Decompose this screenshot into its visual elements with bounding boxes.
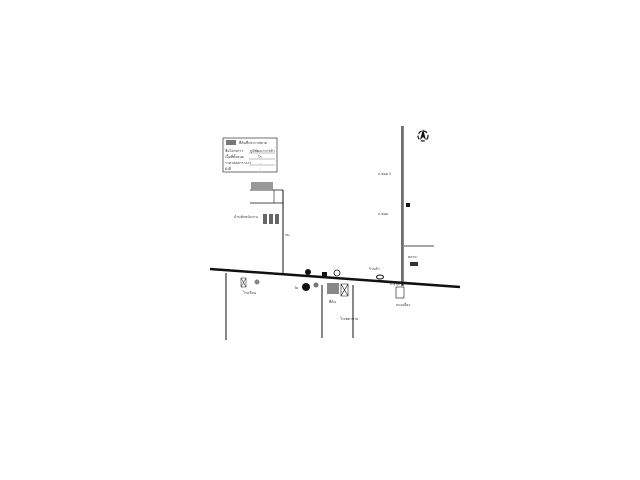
label-road: ถ.ซอย 1 <box>378 172 391 176</box>
legend-label: ราคาต่อตารางวา <box>225 161 251 165</box>
label-road: ถ.ซอย <box>378 212 388 216</box>
market-icon <box>395 286 405 299</box>
poi-icon <box>322 272 327 277</box>
label-right: ถนนเลี่ยง <box>396 302 410 307</box>
poi-icon <box>406 203 410 207</box>
label-km: กม. <box>285 233 291 237</box>
building-icons <box>263 214 279 224</box>
poi-icon <box>305 269 311 275</box>
legend-value: ไร่ <box>257 154 262 159</box>
site-plot <box>327 283 339 294</box>
legend: ที่ดินที่ประกาศขาย ชื่อโครงการ ภูมิพัฒนา… <box>222 137 278 173</box>
temple-icon <box>302 283 310 291</box>
label-temple: วัด <box>294 286 298 290</box>
poi-icon <box>410 262 418 266</box>
legend-label: เนื้อที่ทั้งหมด <box>225 154 244 159</box>
label-main-road: ถ.สุขุมวิท <box>390 282 405 287</box>
poi-icon <box>254 279 260 285</box>
legend-value: - <box>260 161 262 165</box>
label-market: ตลาด <box>408 255 417 259</box>
compass-icon <box>417 129 429 142</box>
legend-title: ที่ดินที่ประกาศขาย <box>239 140 267 145</box>
poi-icon <box>333 269 341 277</box>
site-icon <box>340 283 349 297</box>
school-icon <box>240 277 247 288</box>
label-shop: ร้านค้า <box>369 267 380 271</box>
hospital-icon <box>376 274 384 280</box>
existing-plot <box>251 182 273 190</box>
legend-label: ชื่อโครงการ <box>225 148 243 153</box>
legend-value: ภูมิพัฒนาการค้า <box>250 149 275 153</box>
legend-site-swatch <box>226 140 236 145</box>
label-site: ที่ดิน <box>329 299 337 304</box>
poi-icon <box>313 282 319 288</box>
roads <box>209 126 461 340</box>
label-hospital: โรงพยาบาล <box>340 316 358 321</box>
label-school: โรงเรียน <box>243 290 257 295</box>
legend-label: ผังสี <box>225 166 232 171</box>
label-village: บ้านพักพนักงาน <box>234 215 258 219</box>
legend-value: - <box>260 167 262 171</box>
